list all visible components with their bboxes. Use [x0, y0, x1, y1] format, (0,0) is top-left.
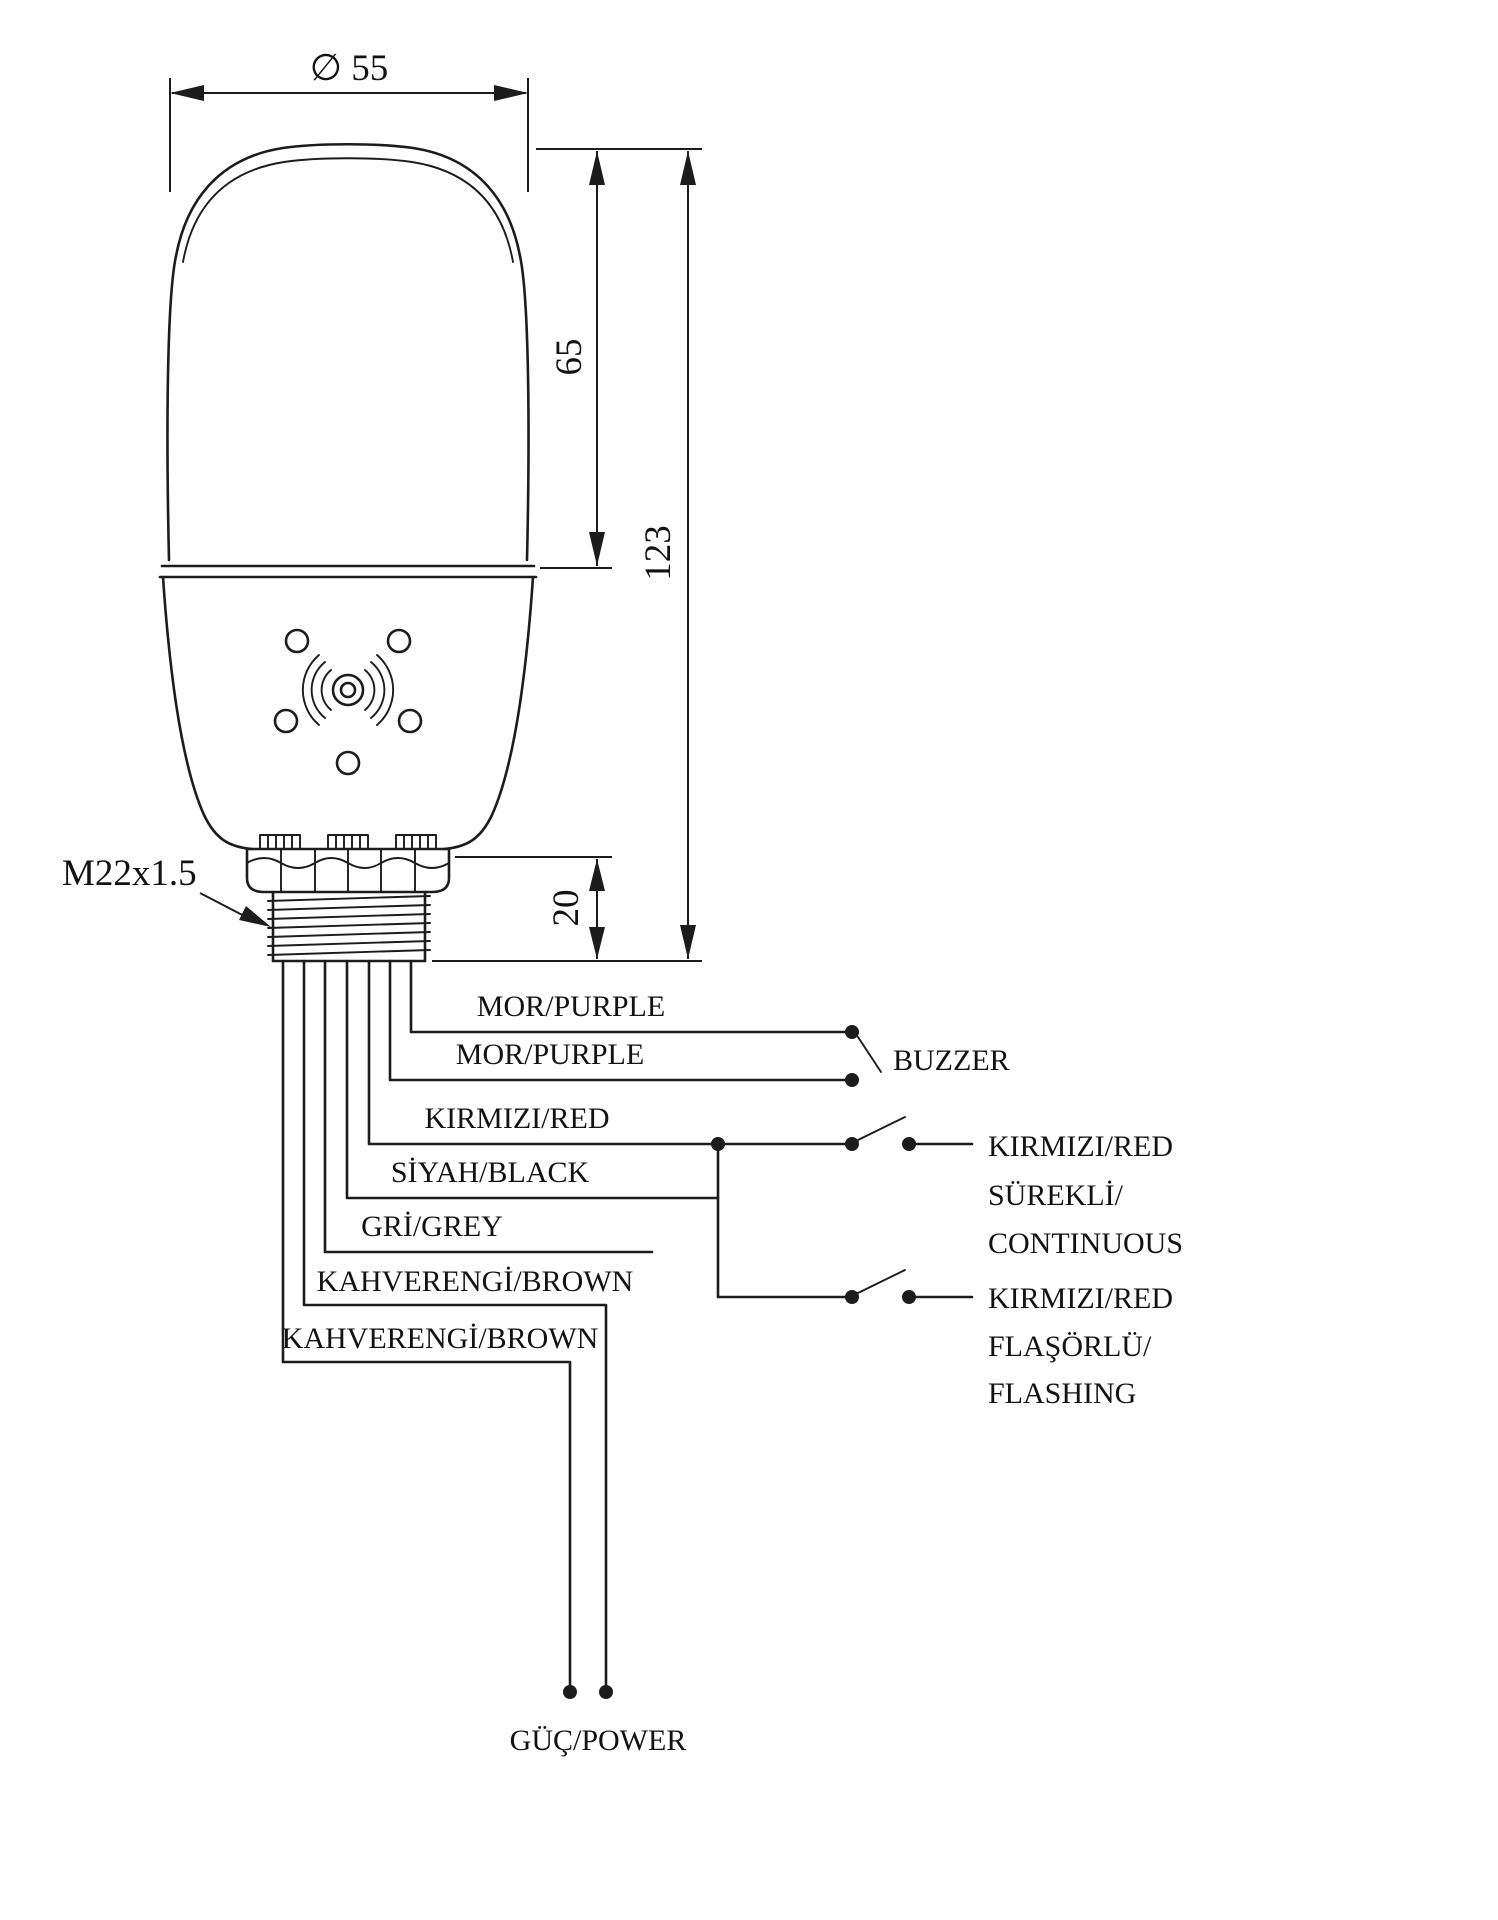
wire-group: MOR/PURPLE MOR/PURPLE KIRMIZI/RED SİYAH/… [281, 959, 854, 1694]
lens-base-rim [158, 564, 538, 579]
buzzer-grill [273, 628, 423, 776]
flashing-label-line1: KIRMIZI/RED [988, 1282, 1173, 1315]
terminal-dot [599, 1685, 613, 1699]
wire-brown-2 [281, 959, 572, 1694]
tower-body [161, 575, 535, 851]
nut-scallop-dividers [280, 848, 416, 893]
nut-outline [245, 847, 451, 894]
speaker-center-icon [339, 681, 357, 699]
arrow-right-icon [494, 85, 528, 101]
arrow-up-icon [680, 151, 696, 185]
wire-brown-1 [302, 959, 608, 1694]
wire-label-grey: GRİ/GREY [361, 1210, 503, 1243]
body-left-edge [161, 575, 254, 851]
grill-hole [397, 708, 423, 734]
terminal-dot [845, 1137, 859, 1151]
grill-hole [335, 750, 361, 776]
buzzer-label: BUZZER [893, 1044, 1010, 1077]
latch-tab [327, 834, 369, 850]
arrow-up-icon [589, 151, 605, 185]
continuous-circuit: KIRMIZI/RED SÜREKLİ/ CONTINUOUS [711, 1116, 1183, 1260]
latch-tab [259, 834, 301, 850]
arrow-down-icon [589, 532, 605, 566]
tower-lens [158, 142, 538, 579]
terminal-dot [563, 1685, 577, 1699]
dimension-lens-height: 65 [536, 148, 702, 569]
power-label: GÜÇ/POWER [510, 1724, 687, 1757]
switch-blade-icon [857, 1116, 906, 1141]
power-terminals: GÜÇ/POWER [510, 1685, 687, 1757]
dimension-thread-height: 20 [455, 856, 612, 959]
lens-inner-contour [182, 157, 514, 263]
wire-label-brown-2: KAHVERENGİ/BROWN [282, 1322, 599, 1355]
wire-purple-2 [388, 959, 854, 1082]
wire-label-red: KIRMIZI/RED [425, 1102, 610, 1135]
wire-black [345, 959, 720, 1200]
mounting-nut [245, 834, 451, 894]
flashing-label-line2: FLAŞÖRLÜ/ [988, 1330, 1152, 1363]
total-height-label: 123 [638, 525, 679, 581]
branch-line [716, 1142, 854, 1299]
leader-arrow-icon [239, 906, 271, 927]
terminal-dot [845, 1025, 859, 1039]
switch-blade-icon [857, 1036, 882, 1073]
wire-red [367, 959, 854, 1146]
arrow-down-icon [680, 925, 696, 959]
diameter-dimension-label: ∅ 55 [310, 48, 388, 89]
terminal-dot [845, 1073, 859, 1087]
wire-label-purple-1: MOR/PURPLE [477, 990, 665, 1023]
arrow-left-icon [170, 85, 204, 101]
wire-label-black: SİYAH/BLACK [391, 1156, 590, 1189]
dimension-total-height: 123 [432, 151, 702, 962]
buzzer-circuit: BUZZER [845, 1025, 1010, 1087]
thread-height-label: 20 [546, 890, 587, 927]
switch-blade-icon [857, 1269, 906, 1294]
dimension-diameter: ∅ 55 [169, 48, 529, 192]
wire-label-brown-1: KAHVERENGİ/BROWN [317, 1265, 634, 1298]
thread-crests [267, 895, 431, 956]
thread-spec-callout: M22x1.5 [62, 853, 271, 927]
thread-spec-label: M22x1.5 [62, 853, 197, 894]
extension-lines [169, 78, 529, 192]
flashing-label-line3: FLASHING [988, 1377, 1136, 1410]
latch-tab [395, 834, 437, 850]
wire-grey [323, 959, 654, 1254]
arrow-down-icon [589, 927, 605, 959]
latch-tab-ticks [267, 834, 429, 850]
flashing-circuit: KIRMIZI/RED FLAŞÖRLÜ/ FLASHING [716, 1142, 1173, 1410]
arrow-up-icon [589, 859, 605, 891]
wire-label-purple-2: MOR/PURPLE [456, 1038, 644, 1071]
continuous-label-line2: SÜREKLİ/ [988, 1179, 1124, 1212]
thread-section [267, 890, 431, 963]
body-right-edge [442, 575, 535, 851]
sound-wave-left-icon [301, 654, 332, 726]
wire-purple-1 [409, 959, 854, 1034]
grill-hole [284, 628, 310, 654]
grill-hole [386, 628, 412, 654]
continuous-label-line3: CONTINUOUS [988, 1227, 1183, 1260]
continuous-label-line1: KIRMIZI/RED [988, 1130, 1173, 1163]
terminal-dot [845, 1290, 859, 1304]
lens-height-label: 65 [549, 339, 590, 376]
grill-hole [273, 708, 299, 734]
speaker-ring-icon [331, 673, 365, 707]
lens-outline [166, 142, 530, 562]
sound-wave-right-icon [364, 654, 395, 726]
